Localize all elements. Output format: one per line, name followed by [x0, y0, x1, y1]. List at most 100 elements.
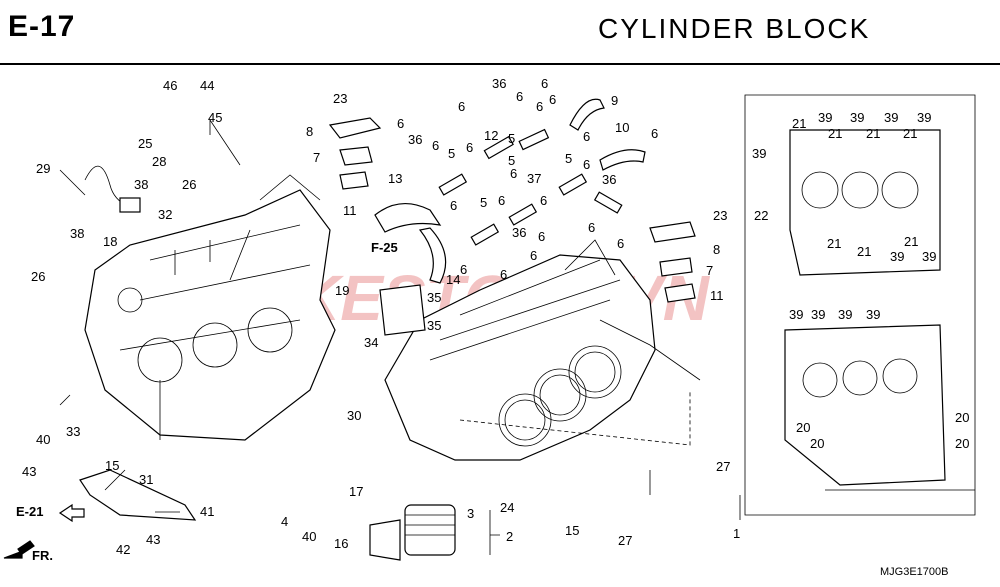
callout-44: 44	[200, 78, 214, 93]
callout-21e: 21	[827, 236, 841, 251]
right-crankcase	[384, 239, 701, 461]
callout-39k: 39	[866, 307, 880, 322]
callout-7b: 7	[706, 263, 713, 278]
callout-18: 18	[103, 234, 117, 249]
callout-20d: 20	[955, 436, 969, 451]
gasket-top-view	[744, 94, 976, 516]
callout-30: 30	[347, 408, 361, 423]
plate-pieces	[328, 117, 696, 336]
callout-16: 16	[334, 536, 348, 551]
sensor-harness	[84, 165, 141, 213]
callout-39f: 39	[890, 249, 904, 264]
callout-6m: 6	[450, 198, 457, 213]
callout-23a: 23	[333, 91, 347, 106]
callout-39i: 39	[811, 307, 825, 322]
left-crankcase	[84, 174, 336, 441]
callout-39c: 39	[884, 110, 898, 125]
oil-filter	[369, 504, 456, 561]
callout-38a: 38	[134, 177, 148, 192]
callout-11b: 11	[710, 288, 724, 303]
callout-6r: 6	[538, 229, 545, 244]
callout-21a: 21	[792, 116, 806, 131]
callout-6c: 6	[516, 89, 523, 104]
callout-6g: 6	[583, 129, 590, 144]
callout-41: 41	[200, 504, 214, 519]
callout-19: 19	[335, 283, 349, 298]
callout-6n: 6	[498, 193, 505, 208]
callout-28: 28	[152, 154, 166, 169]
callout-20a: 20	[955, 410, 969, 425]
callout-26b: 26	[31, 269, 45, 284]
callout-26a: 26	[182, 177, 196, 192]
callout-14: 14	[446, 272, 460, 287]
arrow-e21	[58, 503, 85, 523]
callout-8b: 8	[713, 242, 720, 257]
callout-39h: 39	[789, 307, 803, 322]
callout-40a: 40	[36, 432, 50, 447]
callout-6d: 6	[549, 92, 556, 107]
callout-5a: 5	[508, 131, 515, 146]
ref-f25: F-25	[371, 240, 398, 255]
callout-25: 25	[138, 136, 152, 151]
callout-33: 33	[66, 424, 80, 439]
callout-27a: 27	[618, 533, 632, 548]
callout-5b: 5	[448, 146, 455, 161]
callout-36a: 36	[492, 76, 506, 91]
callout-39g: 39	[922, 249, 936, 264]
callout-35a: 35	[427, 290, 441, 305]
callout-6e: 6	[536, 99, 543, 114]
callout-45: 45	[208, 110, 222, 125]
callout-6l: 6	[583, 157, 590, 172]
callout-32: 32	[158, 207, 172, 222]
page-title: CYLINDER BLOCK	[598, 13, 871, 44]
callout-39j: 39	[838, 307, 852, 322]
callout-1: 1	[733, 526, 740, 541]
ref-e21: E-21	[16, 504, 43, 519]
callout-21g: 21	[904, 234, 918, 249]
callout-36d: 36	[512, 225, 526, 240]
callout-20c: 20	[810, 436, 824, 451]
callout-8a: 8	[306, 124, 313, 139]
ref-fr: FR.	[32, 548, 53, 563]
figure-code: MJG3E1700B	[880, 566, 949, 578]
callout-39b: 39	[850, 110, 864, 125]
callout-39e: 39	[752, 146, 766, 161]
callout-20b: 20	[796, 420, 810, 435]
callout-15a: 15	[105, 458, 119, 473]
callout-3: 3	[467, 506, 474, 521]
callout-6o: 6	[540, 193, 547, 208]
callout-34: 34	[364, 335, 378, 350]
callout-43b: 43	[146, 532, 160, 547]
header-rule	[0, 63, 1000, 65]
callout-6h: 6	[397, 116, 404, 131]
callout-43a: 43	[22, 464, 36, 479]
bracket-plate	[79, 469, 197, 521]
callout-29: 29	[36, 161, 50, 176]
callout-6b: 6	[458, 99, 465, 114]
callout-6a: 6	[541, 76, 548, 91]
callout-6u: 6	[530, 248, 537, 263]
callout-40b: 40	[302, 529, 316, 544]
callout-42: 42	[116, 542, 130, 557]
exploded-parts-diagram: BIKESTORE.VN	[3, 76, 976, 563]
callout-17: 17	[349, 484, 363, 499]
callout-6i: 6	[432, 138, 439, 153]
callout-12: 12	[484, 128, 498, 143]
callout-6k: 6	[510, 166, 517, 181]
callout-9: 9	[611, 93, 618, 108]
callout-6q: 6	[617, 236, 624, 251]
callout-35b: 35	[427, 318, 441, 333]
callout-38b: 38	[70, 226, 84, 241]
callout-21c: 21	[866, 126, 880, 141]
callout-24: 24	[500, 500, 514, 515]
callout-5d: 5	[565, 151, 572, 166]
page-code: E-17	[8, 10, 76, 43]
callout-39d: 39	[917, 110, 931, 125]
callout-5e: 5	[480, 195, 487, 210]
callout-5c: 5	[508, 153, 515, 168]
hose-group	[374, 98, 646, 284]
callout-36b: 36	[408, 132, 422, 147]
callout-2: 2	[506, 529, 513, 544]
callout-21d: 21	[903, 126, 917, 141]
callout-21b: 21	[828, 126, 842, 141]
